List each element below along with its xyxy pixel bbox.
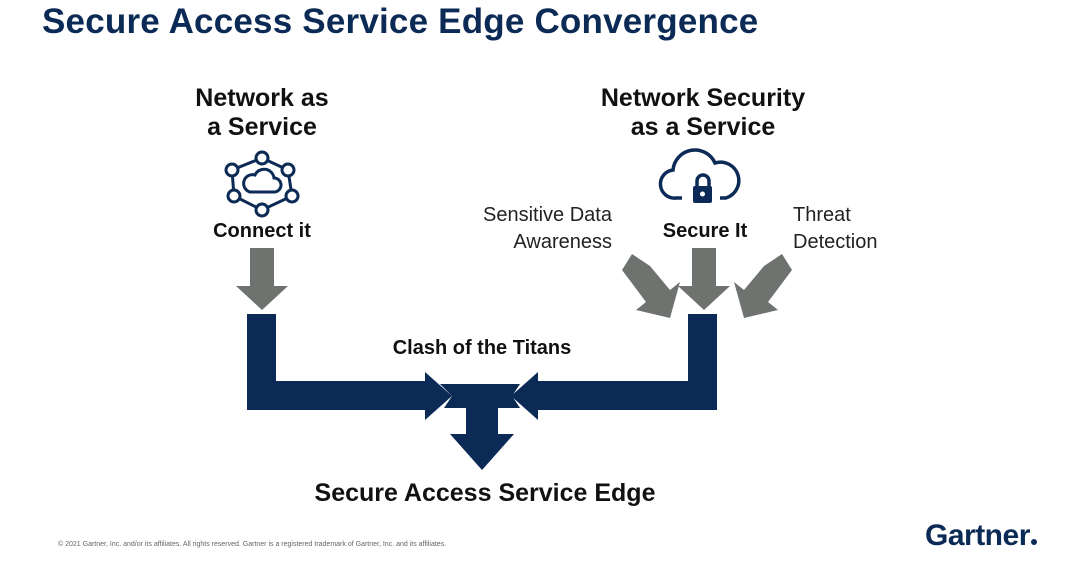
nsaas-heading-line1: Network Security: [600, 84, 806, 112]
gartner-logo: Gartner: [925, 519, 1037, 553]
sase-result-label: Secure Access Service Edge: [314, 479, 656, 507]
logo-dot: [1030, 539, 1037, 545]
connect-down-arrow: [236, 248, 288, 310]
naas-heading-line2: a Service: [207, 113, 317, 141]
sensitive-data-label: Sensitive Data Awareness: [440, 202, 612, 256]
threat-detection-arrow: [734, 254, 792, 318]
naas-path: [247, 314, 452, 420]
page-title: Secure Access Service Edge Convergence: [42, 2, 759, 41]
secure-down-arrow: [678, 248, 730, 310]
naas-heading-line1: Network as: [195, 84, 329, 112]
merge-down-arrow: [440, 384, 520, 470]
naas-heading: Network as a Service: [172, 84, 352, 142]
clash-label: Clash of the Titans: [392, 337, 572, 359]
network-cloud-icon: [224, 150, 300, 218]
nsaas-path: [511, 314, 717, 420]
nsaas-heading-line2: as a Service: [630, 113, 776, 141]
sensitive-data-arrow: [622, 254, 680, 318]
cloud-lock-icon: [658, 148, 741, 203]
threat-detection-label: Threat Detection: [793, 202, 923, 256]
copyright-footer: © 2021 Gartner, Inc. and/or its affiliat…: [58, 541, 447, 548]
gartner-logo-text: Gartner: [925, 519, 1030, 552]
nsaas-heading: Network Security as a Service: [572, 84, 834, 142]
secure-it-label: Secure It: [662, 220, 748, 242]
threat-detection-line1: Threat: [793, 204, 851, 226]
sensitive-data-line2: Awareness: [513, 231, 612, 253]
sensitive-data-line1: Sensitive Data: [483, 204, 612, 226]
connect-it-label: Connect it: [213, 220, 311, 242]
threat-detection-line2: Detection: [793, 231, 878, 253]
